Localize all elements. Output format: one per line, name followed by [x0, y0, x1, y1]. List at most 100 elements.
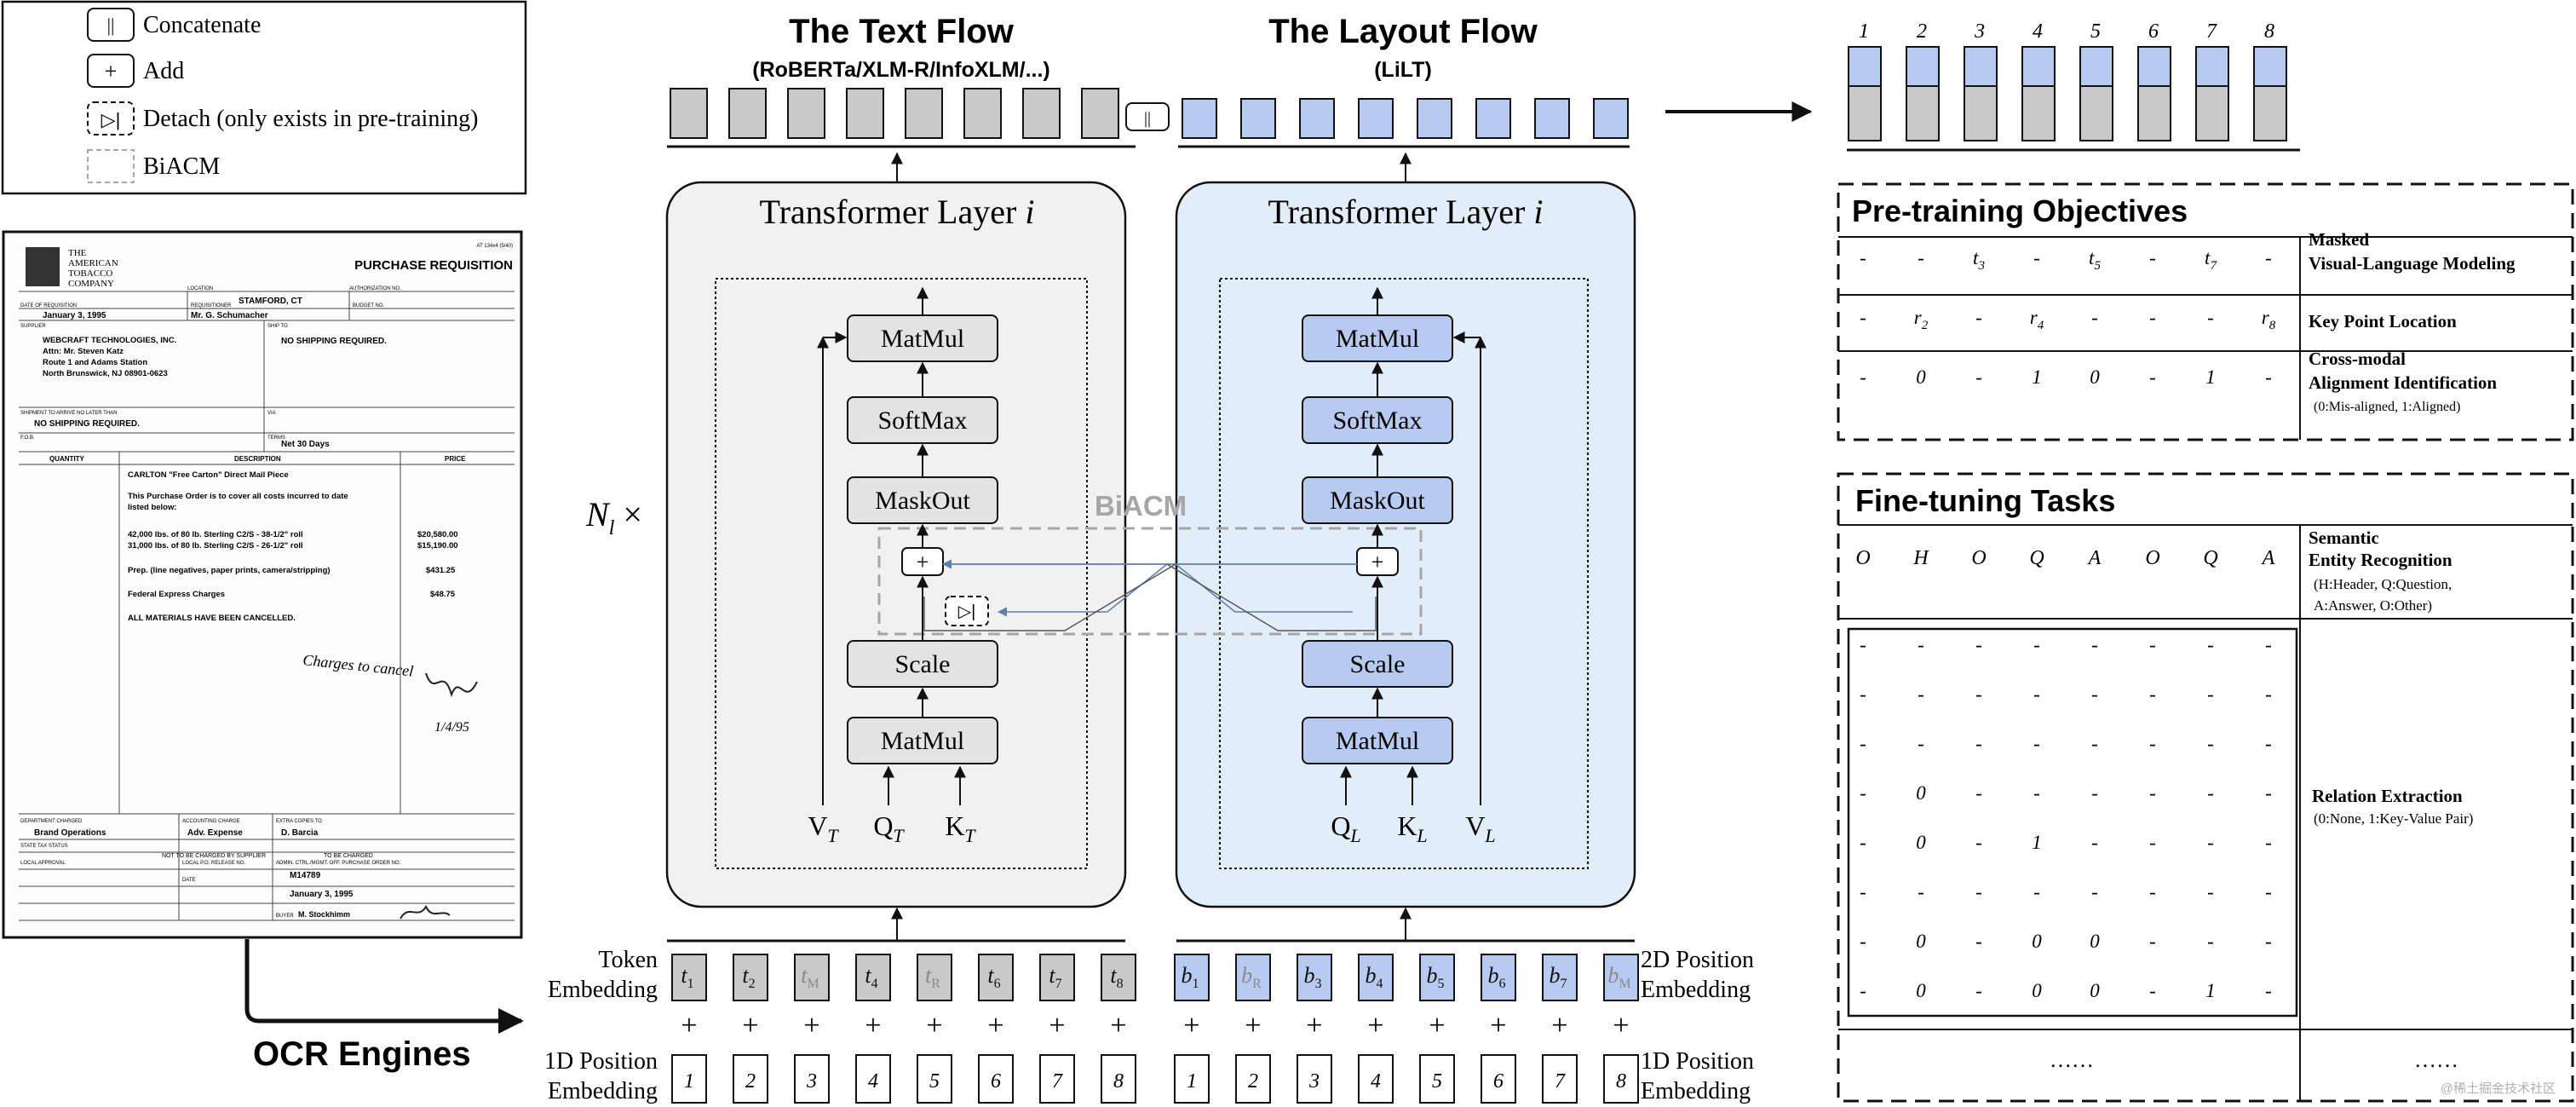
text-output-token	[905, 88, 943, 139]
re-matrix-cell: -	[2149, 881, 2156, 902]
document-image: THE AMERICAN TOBACCO COMPANY AT 134x4 (5…	[2, 230, 523, 939]
pretraining-cell: -	[2265, 366, 2272, 388]
accounting-label: ACCOUNTING CHARGE	[182, 819, 240, 824]
text-position-cell	[733, 1054, 768, 1104]
fob-label: F.O.B.	[20, 435, 35, 441]
text-to-layout-link	[1175, 563, 1353, 613]
ser-note: (H:Header, Q:Question,	[2314, 576, 2452, 592]
pretraining-cell: -	[2149, 366, 2156, 388]
layout-position-cell	[1297, 1054, 1332, 1104]
text-plus-symbol: +	[681, 1010, 697, 1041]
re-matrix-cell: -	[2149, 733, 2156, 754]
layout-embedding-label: b7	[1550, 963, 1567, 991]
description-line: Federal Express Charges	[128, 590, 225, 599]
handwritten-signature	[425, 672, 478, 698]
description-header: DESCRIPTION	[234, 455, 281, 463]
text-embedding-cell	[917, 954, 952, 1001]
pretraining-cell: -	[2207, 307, 2214, 328]
ser-note: A:Answer, O:Other)	[2314, 597, 2432, 614]
re-label: Relation Extraction	[2312, 786, 2463, 806]
output-index-label: 1	[1859, 20, 1869, 43]
shipment-value: NO SHIPPING REQUIRED.	[34, 419, 140, 429]
position-2d-label: 2D Position	[1641, 947, 1754, 973]
text-embedding-label: t7	[1049, 963, 1061, 991]
pretraining-cell: -	[2091, 307, 2098, 328]
legend-add-label: Add	[143, 58, 184, 84]
output-layout-part	[1964, 46, 1998, 87]
layout-plus-symbol: +	[1551, 1010, 1567, 1041]
text-scale-label: Scale	[895, 650, 951, 678]
re-matrix-cell: -	[2033, 683, 2040, 705]
output-text-part	[2137, 85, 2171, 141]
re-matrix-cell: -	[2207, 931, 2214, 952]
table-ellipsis-right: ……	[2414, 1047, 2458, 1072]
layout-embedding-label: bM	[1607, 963, 1630, 991]
output-text-part	[2021, 85, 2056, 141]
description-line: Prep. (line negatives, paper prints, cam…	[128, 566, 331, 575]
text-position-cell	[794, 1054, 830, 1104]
output-text-part	[2079, 85, 2113, 141]
layout-output-token	[1417, 98, 1452, 139]
re-matrix-cell: -	[2265, 832, 2272, 853]
text-input-q: QT	[873, 810, 905, 846]
layout-matmul-top-label: MatMul	[1336, 325, 1419, 353]
biacm-region	[877, 527, 1423, 636]
text-output-token	[787, 88, 825, 139]
layout-position-label: 6	[1493, 1070, 1504, 1093]
re-matrix-cell: -	[1975, 634, 1982, 655]
re-matrix-cell: -	[2207, 634, 2214, 655]
re-matrix-cell: -	[2207, 782, 2214, 804]
re-matrix-cell: -	[2033, 634, 2040, 655]
layout-embedding-label: b3	[1304, 963, 1322, 991]
layout-scale-label: Scale	[1350, 650, 1406, 678]
text-embedding-label: t6	[987, 963, 1000, 991]
ser-cell: Q	[2029, 547, 2044, 569]
pretraining-cell: -	[1918, 247, 1924, 268]
position-1d-label-left: 1D Position	[544, 1048, 658, 1075]
text-embedding-label: t2	[742, 963, 755, 991]
pretraining-cell: -	[1860, 247, 1866, 268]
re-matrix-cell: -	[1975, 832, 1982, 853]
re-matrix-cell: -	[2149, 980, 2156, 1001]
output-layout-part	[1848, 46, 1882, 87]
layout-position-cell	[1481, 1054, 1516, 1104]
output-layout-part	[2137, 46, 2171, 87]
text-embedding-cell	[733, 954, 768, 1001]
price-value: $20,580.00	[417, 530, 458, 539]
legend-detach-label: Detach (only exists in pre-training)	[143, 106, 478, 132]
text-softmax-label: SoftMax	[878, 406, 968, 435]
re-matrix-cell: -	[1975, 881, 1982, 902]
description-line: ALL MATERIALS HAVE BEEN CANCELLED.	[128, 614, 296, 623]
description-line: CARLTON "Free Carton" Direct Mail Piece	[128, 470, 289, 480]
layout-output-token	[1593, 98, 1629, 139]
location-value: STAMFORD, CT	[239, 297, 302, 306]
re-matrix-cell: -	[1918, 733, 1924, 754]
admin-label: ADMIN. CTRL./MGMT. OFF. PURCHASE ORDER N…	[276, 861, 401, 866]
layout-output-token	[1358, 98, 1394, 139]
layout-output-token	[1534, 98, 1570, 139]
re-matrix-cell: -	[1860, 980, 1866, 1001]
output-index-label: 7	[2206, 20, 2217, 43]
re-matrix-cell: -	[2207, 832, 2214, 853]
text-position-cell	[855, 1054, 891, 1104]
text-embedding-cell	[1039, 954, 1075, 1001]
re-matrix-cell: -	[2265, 782, 2272, 804]
text-embedding-label: t1	[681, 963, 693, 991]
pretraining-objective-label: Key Point Location	[2309, 311, 2457, 332]
layout-embedding-cell	[1297, 954, 1332, 1001]
layout-output-token	[1475, 98, 1511, 139]
legend-concat-icon	[87, 8, 135, 42]
layout-position-cell	[1542, 1054, 1578, 1104]
ser-cell: O	[1971, 547, 1986, 569]
layout-embedding-label: b1	[1182, 963, 1199, 991]
text-position-cell	[1101, 1054, 1136, 1104]
description-line: 31,000 lbs. of 80 lb. Sterling C2/S - 26…	[128, 541, 303, 551]
text-output-token	[963, 88, 1002, 139]
layout-position-cell	[1603, 1054, 1639, 1104]
relation-matrix-frame	[1847, 627, 2298, 1018]
text-plus-symbol: +	[987, 1010, 1003, 1041]
re-matrix-cell: -	[1918, 881, 1924, 902]
text-matmul-bottom-label: MatMul	[881, 727, 964, 755]
ser-label: Entity Recognition	[2309, 550, 2452, 570]
